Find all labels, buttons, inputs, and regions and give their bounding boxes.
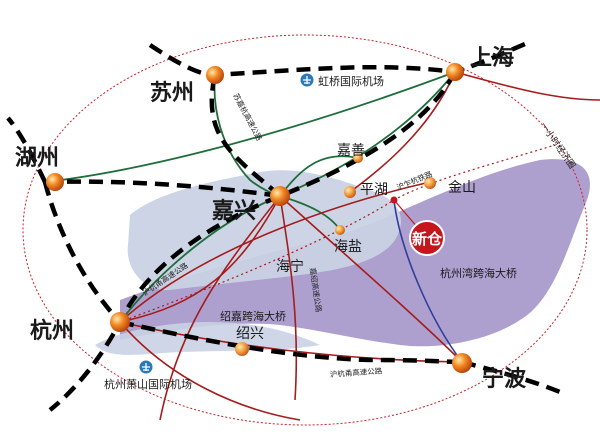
label-huhang-expressway-s: 沪杭甬高速公路 — [329, 365, 383, 379]
marker-huzhou — [46, 173, 64, 191]
label-shaojia-bridge: 绍嘉跨海大桥 — [220, 309, 286, 323]
marker-jinshan — [424, 177, 436, 189]
marker-jiaxing — [270, 186, 290, 206]
marker-haiyan — [335, 225, 345, 235]
airport-icon-hongqiao — [300, 73, 314, 87]
label-shaoxing: 绍兴 — [236, 326, 264, 342]
marker-pinghu — [344, 186, 356, 198]
label-pinghu: 平湖 — [360, 182, 388, 198]
label-suzhou: 苏州 — [150, 80, 194, 106]
xincang-badge: 新仓 — [393, 199, 445, 256]
label-huzhou: 湖州 — [15, 146, 59, 171]
label-jiaxing: 嘉兴 — [212, 199, 256, 224]
marker-shanghai — [446, 63, 464, 81]
marker-suzhou — [206, 66, 224, 84]
label-hongqiao-airport: 虹桥国际机场 — [318, 74, 384, 88]
label-jiashan: 嘉善 — [337, 143, 365, 159]
city-markers — [46, 63, 472, 373]
zhapu-railway-line — [119, 144, 556, 323]
label-ningbo: 宁波 — [482, 366, 527, 392]
label-haiyan: 海盐 — [334, 239, 362, 255]
label-shanghai: 上海 — [470, 45, 514, 71]
marker-hangzhou — [110, 312, 130, 332]
label-sujia-expressway: 苏嘉杭高速公路 — [231, 91, 265, 142]
airport-icon-xiaoshan — [139, 360, 153, 374]
blue-road — [393, 199, 463, 363]
label-hangzhou: 杭州 — [30, 318, 74, 344]
marker-shaoxing — [235, 342, 249, 356]
label-hangzhou-bay-bridge: 杭州湾跨海大桥 — [440, 266, 517, 280]
label-jinshan: 金山 — [448, 180, 476, 196]
railways — [6, 39, 561, 412]
label-xiaoshan-airport: 杭州萧山国际机场 — [104, 377, 192, 391]
marker-jiashan — [353, 153, 363, 163]
label-haining: 海宁 — [276, 258, 304, 275]
label-xincang: 新仓 — [412, 230, 443, 248]
marker-ningbo — [452, 353, 472, 373]
red-roads — [119, 71, 600, 421]
one-hour-ring — [22, 34, 588, 426]
